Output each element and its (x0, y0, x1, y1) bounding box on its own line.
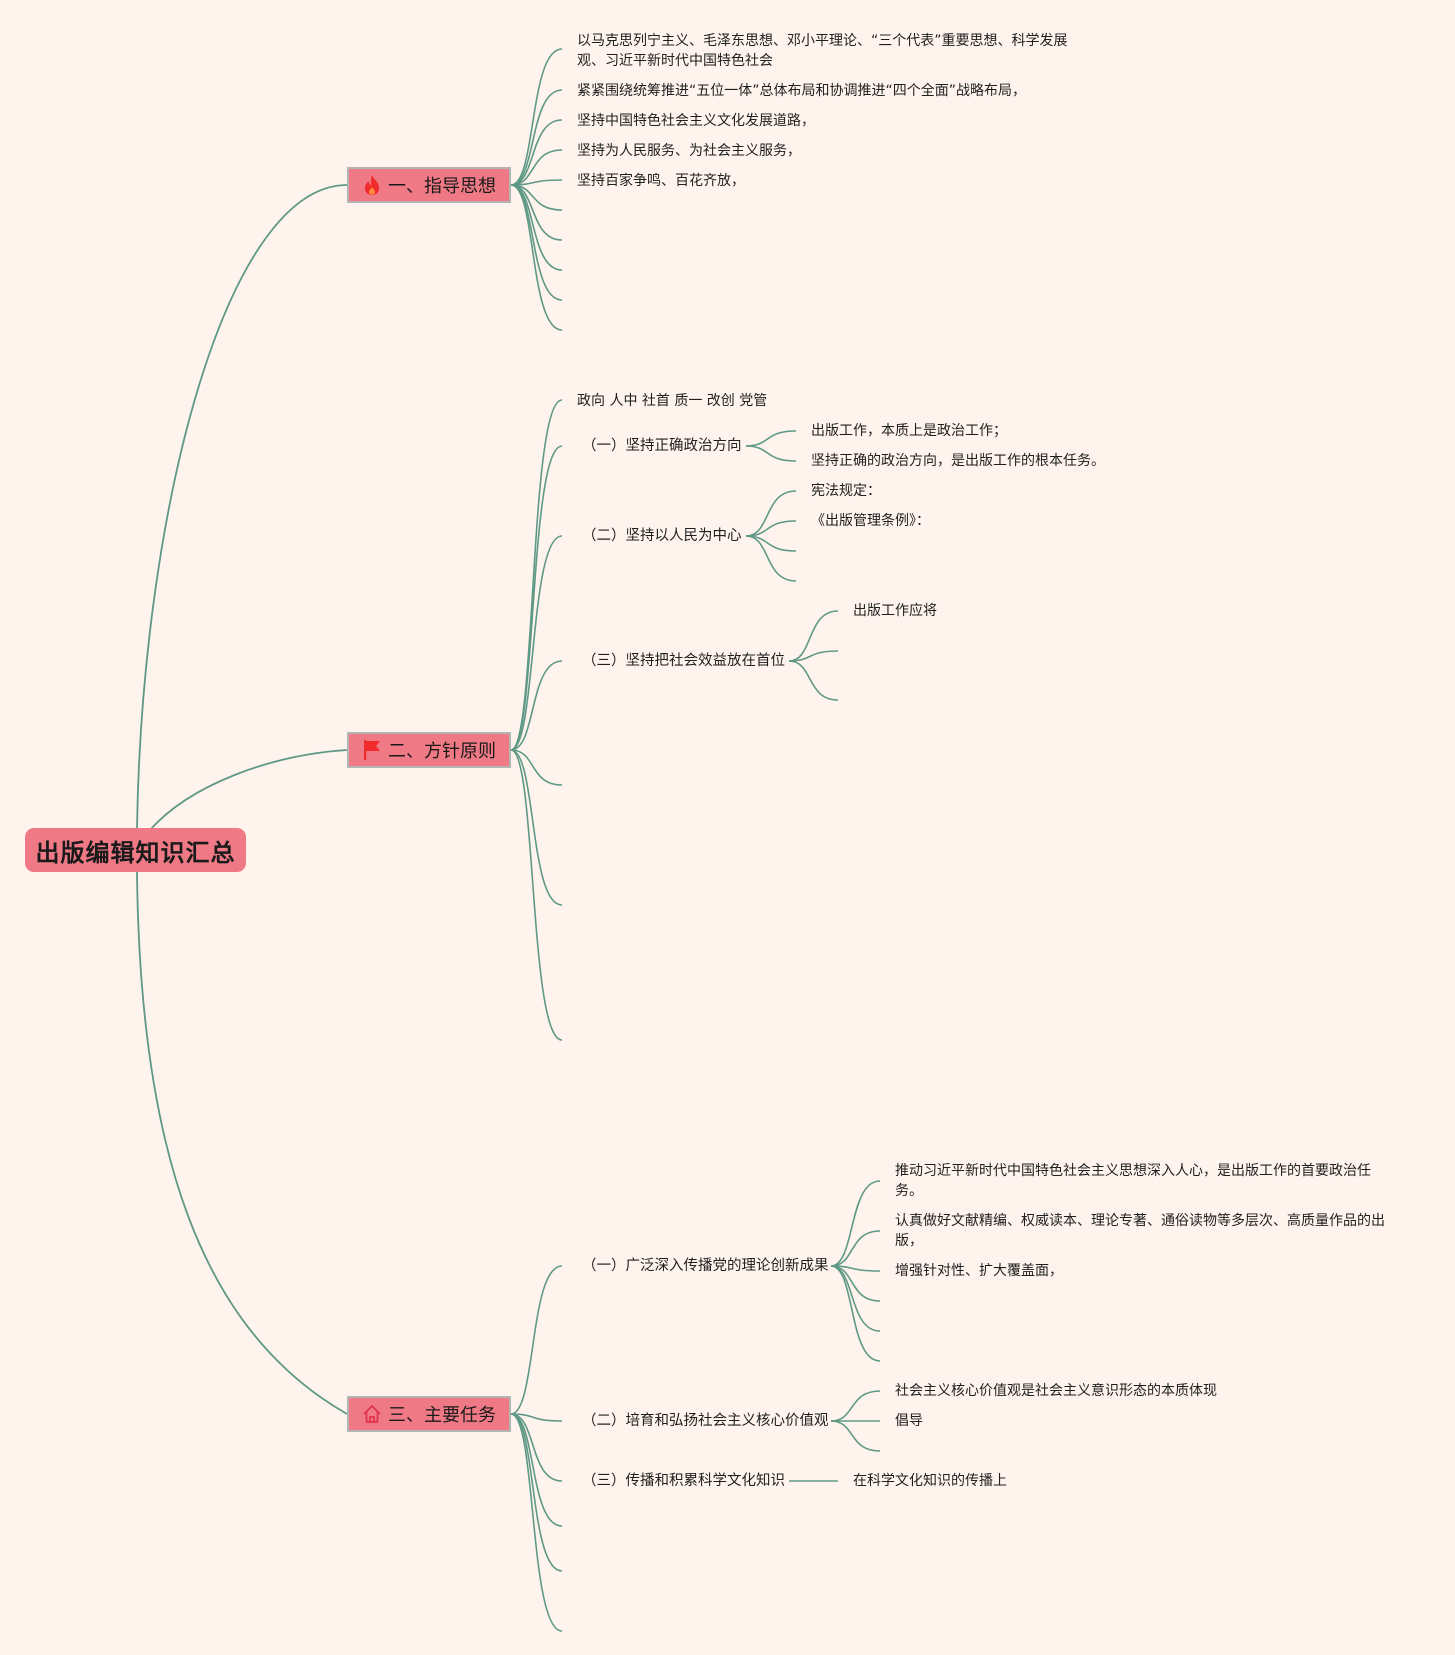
branch-connector (510, 660, 563, 751)
leaf-text[interactable]: 认真做好文献精编、权威读本、理论专著、通俗读物等多层次、高质量作品的出版， (895, 1213, 1385, 1249)
branch-connector (510, 749, 563, 786)
leaf-text[interactable]: 倡导 (895, 1413, 923, 1429)
branch-main-tasks[interactable]: 三、主要任务 (347, 1396, 511, 1432)
leaf-text[interactable]: 出版工作应将 (853, 603, 937, 619)
branch-label: 一、指导思想 (388, 176, 496, 197)
subtopic[interactable]: （一）坚持正确政治方向 (582, 438, 742, 454)
branch-connector (510, 535, 563, 751)
branch-guiding-ideology[interactable]: 一、指导思想 (347, 167, 511, 203)
leaf-text[interactable]: 以马克思列宁主义、毛泽东思想、邓小平理论、“三个代表”重要思想、科学发展观、习近… (577, 33, 1068, 69)
branch-connector (510, 48, 563, 186)
connector (830, 1390, 881, 1422)
leaf-text[interactable]: 出版工作，本质上是政治工作； (811, 423, 1007, 439)
leaf-text[interactable]: 坚持正确的政治方向，是出版工作的根本任务。 (811, 453, 1105, 469)
branch-connector (510, 1413, 563, 1572)
connector (745, 490, 797, 537)
leaf-text[interactable]: 《出版管理条例》： (811, 513, 930, 529)
subtopic[interactable]: （二）培育和弘扬社会主义核心价值观 (582, 1413, 829, 1429)
flag-icon (362, 739, 382, 761)
connector (788, 610, 839, 662)
branch-connector (510, 1413, 563, 1422)
branch-connector (510, 749, 563, 906)
leaf-text[interactable]: 坚持百家争鸣、百花齐放， (577, 173, 745, 189)
branch-connector (510, 184, 563, 301)
branch-connector (510, 89, 563, 186)
branch-label: 三、主要任务 (388, 1405, 496, 1426)
mnemonic-note[interactable]: 政向 人中 社首 质一 改创 党管 (577, 393, 768, 409)
branch-connector (510, 184, 563, 241)
subtopic[interactable]: （三）传播和积累科学文化知识 (582, 1473, 785, 1489)
leaf-text[interactable]: 宪法规定： (811, 483, 881, 499)
connector (745, 535, 797, 582)
root-connector (149, 749, 348, 831)
home-icon (362, 1403, 382, 1425)
connector (830, 1265, 881, 1362)
subtopic[interactable]: （三）坚持把社会效益放在首位 (582, 653, 785, 669)
leaf-text[interactable]: 社会主义核心价值观是社会主义意识形态的本质体现 (895, 1383, 1217, 1399)
root-topic[interactable]: 出版编辑知识汇总 (25, 828, 246, 872)
branch-connector (510, 1265, 563, 1415)
leaf-text[interactable]: 增强针对性、扩大覆盖面， (895, 1263, 1063, 1279)
connector (788, 650, 839, 662)
branch-connector (510, 184, 563, 331)
connector (830, 1230, 881, 1267)
leaf-text[interactable]: 坚持为人民服务、为社会主义服务， (577, 143, 801, 159)
branch-label: 二、方针原则 (388, 741, 496, 762)
connector (788, 660, 839, 701)
root-connector (136, 184, 348, 829)
subtopic[interactable]: （一）广泛深入传播党的理论创新成果 (582, 1258, 829, 1274)
leaf-text[interactable]: 坚持中国特色社会主义文化发展道路， (577, 113, 815, 129)
branch-connector (510, 1413, 563, 1482)
branch-principles[interactable]: 二、方针原则 (347, 732, 511, 768)
connector (745, 430, 797, 447)
connector (830, 1420, 881, 1452)
branch-connector (510, 119, 563, 186)
branch-connector (510, 1413, 563, 1632)
connector (745, 445, 797, 462)
subtopic[interactable]: （二）坚持以人民为中心 (582, 528, 742, 544)
connector (830, 1180, 881, 1267)
root-connector (136, 871, 348, 1415)
branch-connector (510, 445, 563, 751)
leaf-text[interactable]: 在科学文化知识的传播上 (853, 1473, 1007, 1489)
leaf-text[interactable]: 推动习近平新时代中国特色社会主义思想深入人心，是出版工作的首要政治任务。 (895, 1163, 1371, 1199)
connector (830, 1265, 881, 1332)
branch-connector (510, 749, 563, 1041)
fire-icon (362, 174, 382, 196)
leaf-text[interactable]: 紧紧围绕统筹推进“五位一体”总体布局和协调推进“四个全面”战略布局， (577, 83, 1027, 99)
